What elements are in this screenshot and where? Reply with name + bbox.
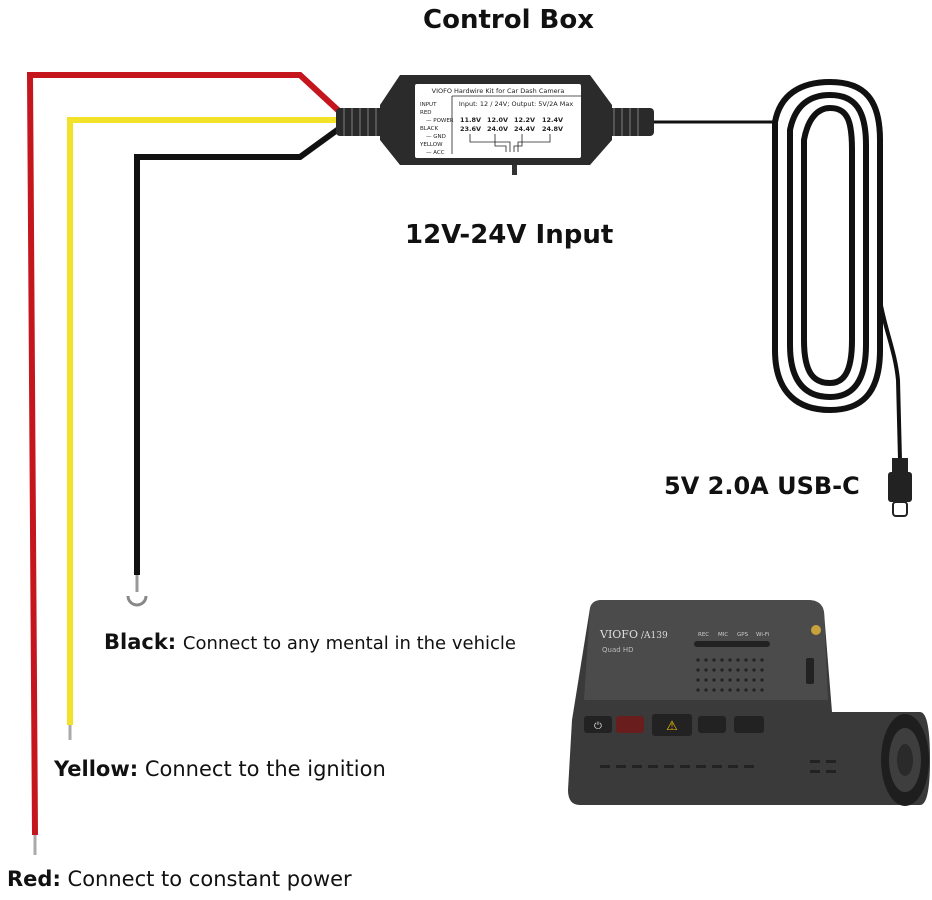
svg-text:— POWER: — POWER <box>426 118 454 124</box>
control-box-legend: INPUT RED — POWER BLACK — GND YELLOW — A… <box>419 102 454 156</box>
svg-text:23.6V: 23.6V <box>460 125 481 133</box>
svg-text:MIC: MIC <box>718 632 728 638</box>
control-box-header: VIOFO Hardwire Kit for Car Dash Camera <box>432 87 565 95</box>
svg-text:— ACC: — ACC <box>426 150 445 156</box>
yellow-wire-name: Yellow: <box>54 757 139 781</box>
camera-buttons: ⏻ ⚠ <box>584 714 764 736</box>
yellow-wire <box>67 117 340 725</box>
svg-text:YELLOW: YELLOW <box>419 142 443 148</box>
output-label: 5V 2.0A USB-C <box>664 472 860 500</box>
black-wire-label: Black: Connect to any mental in the vehi… <box>104 630 516 654</box>
red-wire-label: Red: Connect to constant power <box>7 867 352 891</box>
usb-c-plug-icon <box>888 458 912 517</box>
yellow-wire-label: Yellow: Connect to the ignition <box>54 757 386 781</box>
black-wire-name: Black: <box>104 630 177 654</box>
control-box-spec: Input: 12 / 24V; Output: 5V/2A Max <box>459 100 574 108</box>
svg-text:⏻: ⏻ <box>594 721 602 732</box>
camera-brand: VIOFO <box>599 628 638 641</box>
input-label: 12V-24V Input <box>405 220 614 250</box>
svg-text:REC: REC <box>698 632 709 638</box>
red-wire-desc: Connect to constant power <box>67 867 352 891</box>
svg-text:⚠: ⚠ <box>666 719 678 734</box>
svg-text:24.0V: 24.0V <box>487 125 508 133</box>
control-box: VIOFO Hardwire Kit for Car Dash Camera I… <box>380 75 612 175</box>
red-wire <box>26 72 343 836</box>
svg-text:12.4V: 12.4V <box>542 116 563 124</box>
output-cable <box>654 78 902 461</box>
black-wire-desc: Connect to any mental in the vehicle <box>182 633 516 654</box>
svg-text:Wi-Fi: Wi-Fi <box>756 632 770 638</box>
svg-text:24.4V: 24.4V <box>514 125 535 133</box>
yellow-wire-desc: Connect to the ignition <box>144 757 386 781</box>
camera-subtitle: Quad HD <box>602 646 634 654</box>
red-wire-name: Red: <box>7 867 61 891</box>
svg-text:12.0V: 12.0V <box>487 116 508 124</box>
svg-text:GPS: GPS <box>737 632 749 638</box>
camera-model: /A139 <box>641 631 668 641</box>
page-title: Control Box <box>423 5 594 35</box>
voltage-table: 11.8V 12.0V 12.2V 12.4V 23.6V 24.0V 24.4… <box>460 116 563 152</box>
svg-text:BLACK: BLACK <box>420 126 438 132</box>
camera-indicators: REC MIC GPS Wi-Fi <box>698 632 770 638</box>
svg-text:12.2V: 12.2V <box>514 116 535 124</box>
svg-text:— GND: — GND <box>426 134 446 140</box>
svg-text:INPUT: INPUT <box>420 102 437 108</box>
svg-text:24.8V: 24.8V <box>542 125 563 133</box>
svg-text:11.8V: 11.8V <box>460 116 481 124</box>
ring-terminal-icon <box>126 575 148 607</box>
strain-relief-left <box>336 108 388 136</box>
speaker-grille <box>696 658 764 692</box>
dash-camera: VIOFO /A139 Quad HD REC MIC GPS Wi-Fi ⏻ … <box>568 600 930 806</box>
camera-vents <box>600 760 836 773</box>
black-wire <box>134 125 342 575</box>
svg-text:RED: RED <box>420 110 432 116</box>
